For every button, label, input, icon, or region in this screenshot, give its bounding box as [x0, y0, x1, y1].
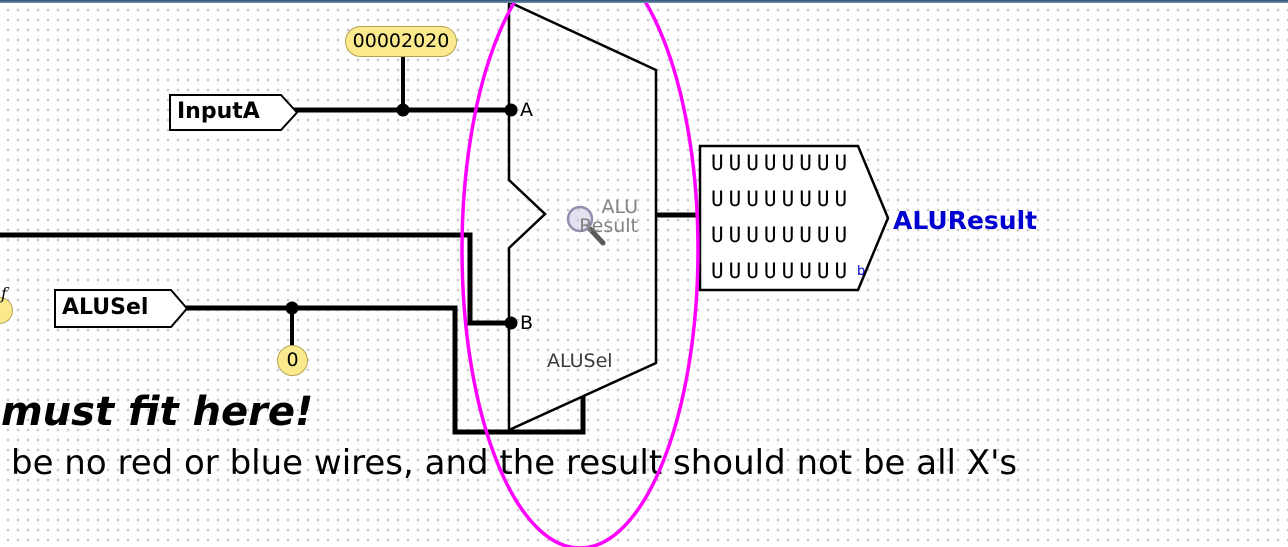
probe-row: UUUUUUUU: [711, 259, 853, 283]
alusel-label-box[interactable]: [54, 289, 189, 328]
probe-row: UUUUUUUU: [711, 151, 853, 175]
alu-port-sel-label: ALUSel: [547, 350, 613, 372]
constant-zero-value[interactable]: 0: [277, 345, 308, 376]
inputa-label-box[interactable]: [169, 94, 299, 131]
port-dot-a: [504, 103, 518, 117]
port-dot-b: [504, 316, 518, 330]
probe-row: UUUUUUUU: [711, 223, 853, 247]
junction-dot: [396, 103, 410, 117]
probe-row: UUUUUUUU: [711, 187, 853, 211]
probe-name-label: ALUResult: [893, 206, 1038, 235]
tunnel-value-label[interactable]: 00002020: [345, 26, 457, 57]
probe-radix-indicator: b: [857, 264, 866, 279]
window-edge-bar: [0, 0, 1288, 3]
alusel-label: ALUSel: [62, 295, 149, 320]
alu-port-a-label: A: [520, 99, 533, 121]
junction-dot: [285, 301, 299, 315]
clipped-pin-label: f: [1, 284, 7, 303]
annotation-headline: must fit here!: [1, 389, 314, 435]
alu-name-line2: Result: [579, 215, 638, 237]
probe-component[interactable]: [698, 144, 890, 292]
probe-value-display: UUUUUUUU UUUUUUUU UUUUUUUU UUUUUUUU: [711, 145, 861, 289]
annotation-body: be no red or blue wires, and the result …: [11, 443, 1018, 483]
alu-port-b-label: B: [520, 312, 534, 334]
alu-component-name: ALU Result: [555, 198, 638, 236]
inputa-label: InputA: [177, 99, 260, 124]
